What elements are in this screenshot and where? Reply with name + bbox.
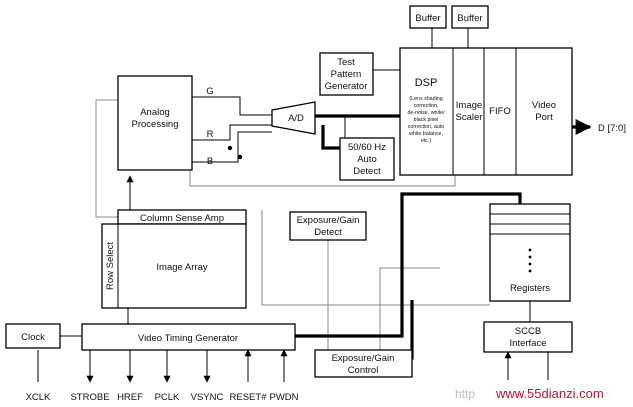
test-pattern-generator-block: Test Pattern Generator <box>319 52 374 96</box>
svg-text:SCCB: SCCB <box>515 326 541 337</box>
thin-wires <box>37 28 549 383</box>
watermark: http www.55dianzi.com <box>455 386 604 401</box>
svg-text:correction, auto: correction, auto <box>408 124 445 130</box>
svg-text:correction,: correction, <box>414 103 439 109</box>
dsp-block: DSP (Lens shading correction, de-noise, … <box>407 77 445 144</box>
image-scaler-block: Image Scaler <box>456 100 483 123</box>
pin-label: PWDN <box>269 392 298 403</box>
svg-text:Port: Port <box>535 112 553 123</box>
svg-text:DSP: DSP <box>415 77 438 89</box>
dsp-pipeline-group: DSP (Lens shading correction, de-noise, … <box>399 47 573 176</box>
svg-text:de-noise, white/: de-noise, white/ <box>407 110 445 116</box>
b-channel-label: B <box>207 156 213 167</box>
svg-text:Detect: Detect <box>314 227 342 238</box>
column-sense-amp-label: Column Sense Amp <box>140 213 224 224</box>
pin-label: HREF <box>117 392 143 403</box>
svg-text:www.55dianzi.com: www.55dianzi.com <box>495 386 604 401</box>
svg-text:Registers: Registers <box>510 283 550 294</box>
pin-label: VSYNC <box>191 392 224 403</box>
svg-text:Generator: Generator <box>325 81 368 92</box>
svg-text:Buffer: Buffer <box>457 13 482 24</box>
svg-text:Image: Image <box>456 100 482 111</box>
row-select-label: Row Select <box>105 242 116 290</box>
registers-block: Registers <box>489 203 571 302</box>
video-timing-generator-block: Video Timing Generator <box>81 323 296 351</box>
svg-text:white balance,: white balance, <box>409 131 443 137</box>
svg-text:Auto: Auto <box>357 154 377 165</box>
svg-text:50/60 Hz: 50/60 Hz <box>348 142 386 153</box>
svg-text:A/D: A/D <box>288 113 304 124</box>
svg-text:Video: Video <box>532 100 556 111</box>
svg-text:Analog: Analog <box>140 107 170 118</box>
buffer-2-block: Buffer <box>451 5 489 29</box>
auto-detect-block: 50/60 Hz Auto Detect <box>339 137 395 181</box>
ad-converter-block: A/D <box>271 101 316 135</box>
sccb-interface-block: SCCB Interface <box>483 321 573 353</box>
analog-processing-block: Analog Processing G R B <box>117 75 214 171</box>
svg-text:Interface: Interface <box>510 338 547 349</box>
svg-text:Clock: Clock <box>21 332 45 343</box>
svg-text:Exposure/Gain: Exposure/Gain <box>297 215 360 226</box>
image-array-group: Column Sense Amp Row Select Image Array <box>101 209 247 309</box>
svg-text:Pattern: Pattern <box>331 69 362 80</box>
pin-label: PCLK <box>155 392 180 403</box>
svg-text:Video Timing Generator: Video Timing Generator <box>138 333 238 344</box>
svg-text:http: http <box>455 387 475 401</box>
svg-text:FIFO: FIFO <box>489 106 511 117</box>
r-channel-label: R <box>207 129 214 140</box>
svg-text:Control: Control <box>348 365 379 376</box>
data-output-label: D [7:0] <box>598 123 626 134</box>
fifo-block: FIFO <box>489 106 511 117</box>
svg-text:Detect: Detect <box>353 166 381 177</box>
svg-text:etc.): etc.) <box>421 138 432 144</box>
svg-text:Exposure/Gain: Exposure/Gain <box>332 353 395 364</box>
exposure-detect-block: Exposure/Gain Detect <box>289 211 367 241</box>
svg-text:Scaler: Scaler <box>456 112 483 123</box>
pin-label: XCLK <box>26 392 51 403</box>
image-array-label: Image Array <box>156 262 207 273</box>
video-port-block: Video Port <box>532 100 556 123</box>
svg-text:(Lens shading: (Lens shading <box>409 96 442 102</box>
pin-label: STROBE <box>70 392 109 403</box>
exposure-control-block: Exposure/Gain Control <box>314 349 413 378</box>
clock-block: Clock <box>5 323 61 349</box>
svg-text:black pixel: black pixel <box>414 117 439 123</box>
g-channel-label: G <box>206 86 213 97</box>
svg-text:Processing: Processing <box>132 119 179 130</box>
pin-label: RESET# <box>230 392 268 403</box>
svg-text:Test: Test <box>337 57 355 68</box>
pin-labels: XCLK STROBE HREF PCLK VSYNC RESET# PWDN <box>26 392 299 403</box>
buffer-1-block: Buffer <box>409 5 447 29</box>
svg-text:Buffer: Buffer <box>415 13 440 24</box>
